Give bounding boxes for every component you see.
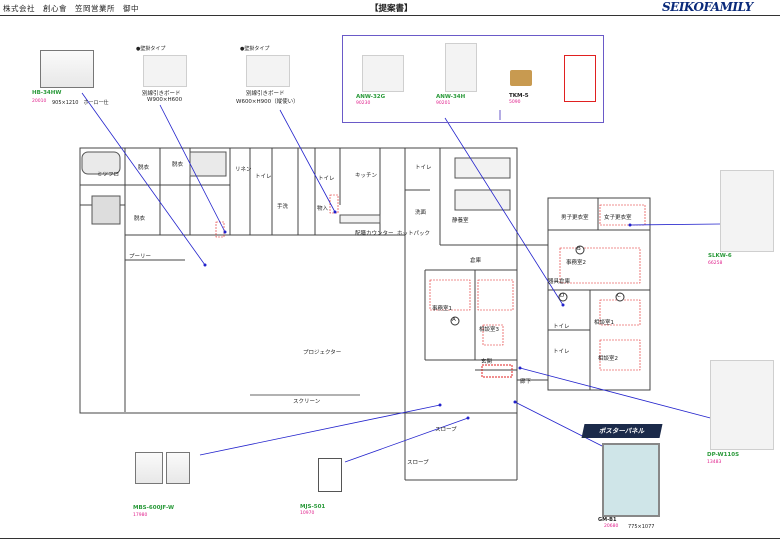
room-consult1: 相談室1 — [594, 320, 614, 326]
document-title: 【提案書】 — [370, 4, 413, 14]
room-consult2: 相談室2 — [598, 356, 618, 362]
tkm5-code: TKM-5 — [509, 93, 529, 99]
floor-plan-walls — [79, 147, 651, 481]
room-toilet3: トイレ — [553, 324, 570, 330]
tub2-shape — [189, 151, 227, 177]
dpw110s-image — [710, 360, 774, 450]
page-header: 株式会社 創心會 笠岡営業所 御中 【提案書】 — [0, 0, 780, 16]
anw34h-price: 90201 — [436, 101, 451, 106]
anw32g-code: ANW-32G — [356, 94, 386, 100]
mjs-price: 10970 — [300, 511, 315, 516]
header-divider — [0, 15, 780, 16]
anw32g-image — [362, 55, 404, 92]
tkm5-image — [510, 70, 532, 86]
hb34hw-price: 20010 — [32, 99, 47, 104]
room-handwash: 手洗 — [277, 204, 289, 210]
connector-dots — [203, 210, 632, 420]
room-wash: 洗面 — [415, 210, 427, 216]
room-server: 配膳カウンター — [355, 231, 394, 237]
marker-c: C — [617, 293, 621, 299]
label-slope2: スロープ — [407, 460, 429, 466]
board2-type: ●壁掛タイプ — [240, 46, 270, 52]
mbs-image-2 — [166, 452, 190, 484]
board2-name: 別線引きボード — [246, 91, 285, 97]
marker-a: A — [452, 317, 456, 323]
company-name: 株式会社 創心會 笠岡営業所 御中 — [3, 4, 139, 13]
red-furniture — [215, 194, 646, 371]
room-toilet4: トイレ — [553, 349, 570, 355]
room-bath: ミツフロ — [97, 172, 120, 178]
room-rest: 静養室 — [452, 218, 469, 224]
room-archive: 器具倉庫 — [548, 279, 571, 285]
room-hall: 廊下 — [520, 379, 532, 385]
board1-image — [143, 55, 187, 87]
cabinet-drawing — [564, 55, 596, 102]
marker-circles — [450, 245, 625, 326]
slkw6-price: 66258 — [708, 261, 723, 266]
anw34h-image — [445, 43, 477, 92]
dpw110s-code: DP-W110S — [707, 452, 740, 458]
room-female-locker: 女子更衣室 — [604, 215, 632, 221]
mbs-code: MBS-600JF-W — [133, 505, 175, 511]
room-storage: 物入 — [317, 206, 329, 212]
anw34h-code: ANW-34H — [436, 94, 466, 100]
brand-logo: SEIKOFAMILY — [662, 0, 753, 14]
hb34hw-spec: 905×1210 ホーロー仕 — [52, 100, 109, 106]
board2-image — [246, 55, 290, 87]
footer-divider — [0, 538, 780, 539]
room-toilet5: トイレ — [415, 165, 432, 171]
room-warehouse1: 倉庫 — [470, 258, 482, 264]
mbs-price: 17980 — [133, 513, 148, 518]
room-entrance: 玄関 — [481, 359, 493, 365]
mjs-code: MJS-501 — [300, 504, 326, 510]
hb34hw-image — [40, 50, 94, 88]
marker-d: D — [560, 293, 565, 299]
poster-image — [602, 443, 660, 517]
room-toilet1: トイレ — [255, 174, 272, 180]
slkw6-code: SLKW-6 — [708, 253, 732, 259]
room-office1: 事務室1 — [432, 306, 452, 312]
board1-size: W900×H600 — [147, 97, 183, 103]
room-dress2: 脱衣 — [172, 162, 184, 168]
bed-shape — [454, 189, 511, 211]
room-toilet2: トイレ — [318, 176, 335, 182]
room-office2: 事務室2 — [566, 260, 586, 266]
poster-code: GM-B1 — [598, 517, 617, 523]
counter-shape — [339, 214, 381, 224]
bed-shape — [454, 157, 511, 179]
proposal-box — [342, 35, 604, 123]
room-dress3: 脱衣 — [134, 216, 146, 222]
board1-name: 別線引きボード — [142, 91, 181, 97]
marker-b: B — [577, 246, 581, 252]
bathtub-shape — [81, 151, 121, 175]
label-projector: プロジェクター — [303, 350, 342, 356]
poster-size: 775×1077 — [628, 524, 655, 530]
board2-size: W600×H900（縦使い） — [236, 99, 299, 105]
tkm5-price: 5090 — [509, 100, 521, 105]
room-pool: プーリー — [129, 254, 152, 260]
label-slope1: スロープ — [435, 427, 457, 433]
room-kitchen: キッチン — [355, 173, 378, 179]
room-dress1: 脱衣 — [138, 165, 150, 171]
room-male-locker: 男子更衣室 — [561, 215, 589, 221]
connector-lines — [81, 92, 721, 463]
board1-type: ●壁掛タイプ — [136, 46, 166, 52]
entrance-mat — [481, 364, 513, 378]
mbs-image — [135, 452, 163, 484]
hb34hw-code: HB-34HW — [32, 90, 62, 96]
poster-price: 20680 — [604, 524, 619, 529]
room-linen: リネン — [235, 167, 252, 173]
slkw6-image — [720, 170, 774, 252]
poster-banner: ポスターパネル — [581, 424, 663, 438]
anw32g-price: 90230 — [356, 101, 371, 106]
mjs-image — [318, 458, 342, 492]
bath-tile-shape — [91, 195, 121, 225]
room-consult3: 相談室3 — [479, 327, 499, 333]
dpw110s-price: 13483 — [707, 460, 722, 465]
room-hotpack: ホットパック — [397, 231, 431, 237]
label-screen: スクリーン — [293, 399, 321, 405]
